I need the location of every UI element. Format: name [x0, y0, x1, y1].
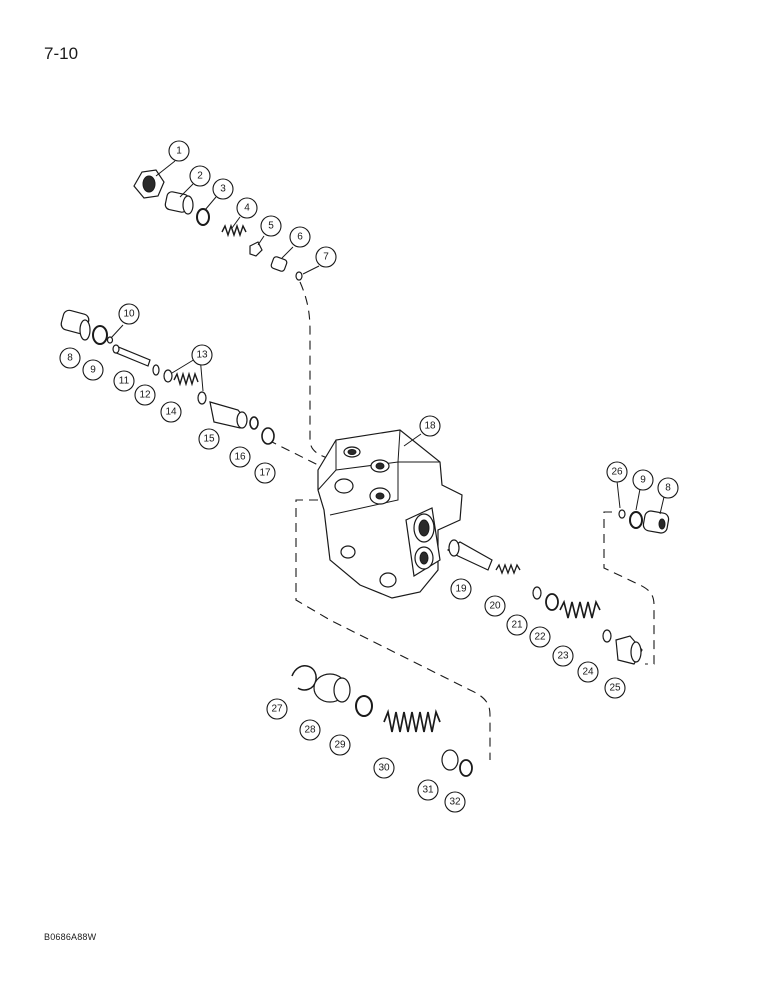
callout-10: 10 — [118, 303, 140, 325]
left-spool-parts — [60, 309, 275, 445]
callout-16: 16 — [229, 446, 251, 468]
svg-text:30: 30 — [378, 763, 390, 774]
svg-text:10: 10 — [123, 309, 135, 320]
svg-text:27: 27 — [271, 704, 283, 715]
svg-text:23: 23 — [557, 651, 569, 662]
page-number: 7-10 — [44, 44, 79, 63]
svg-text:8: 8 — [665, 483, 671, 494]
callout-17: 17 — [254, 462, 276, 484]
callout-20: 20 — [484, 595, 506, 617]
callout-8-right: 8 — [657, 477, 679, 499]
svg-text:6: 6 — [297, 232, 303, 243]
callout-30: 30 — [373, 757, 395, 779]
callout-12: 12 — [134, 384, 156, 406]
callout-27: 27 — [266, 698, 288, 720]
svg-text:28: 28 — [304, 725, 316, 736]
right-spool-parts — [446, 509, 670, 665]
svg-text:11: 11 — [119, 376, 130, 387]
svg-text:15: 15 — [203, 434, 215, 445]
callout-15: 15 — [198, 428, 220, 450]
svg-text:5: 5 — [268, 221, 274, 232]
svg-text:1: 1 — [176, 146, 182, 157]
callout-29: 29 — [329, 734, 351, 756]
callout-28: 28 — [299, 719, 321, 741]
callout-11: 11 — [113, 370, 135, 392]
svg-text:32: 32 — [449, 797, 461, 808]
callout-4: 4 — [236, 197, 258, 219]
svg-text:26: 26 — [611, 467, 623, 478]
svg-text:31: 31 — [422, 785, 434, 796]
svg-text:25: 25 — [609, 683, 621, 694]
callout-19: 19 — [450, 578, 472, 600]
svg-text:9: 9 — [640, 475, 646, 486]
svg-text:29: 29 — [334, 740, 346, 751]
svg-text:13: 13 — [196, 350, 208, 361]
svg-text:21: 21 — [511, 620, 523, 631]
svg-text:3: 3 — [220, 184, 226, 195]
svg-text:22: 22 — [534, 632, 546, 643]
valve-body — [317, 429, 463, 599]
svg-text:20: 20 — [489, 601, 501, 612]
callout-6: 6 — [289, 226, 311, 248]
callout-31: 31 — [417, 779, 439, 801]
callout-9-right: 9 — [632, 469, 654, 491]
svg-text:14: 14 — [165, 407, 177, 418]
svg-text:19: 19 — [455, 584, 467, 595]
document-code: B0686A88W — [44, 932, 97, 942]
svg-text:24: 24 — [582, 667, 594, 678]
svg-text:7: 7 — [323, 252, 329, 263]
callout-22: 22 — [529, 626, 551, 648]
callout-8-left: 8 — [59, 347, 81, 369]
svg-text:12: 12 — [139, 390, 151, 401]
callout-9-left: 9 — [82, 359, 104, 381]
callout-26: 26 — [606, 461, 628, 483]
callout-24: 24 — [577, 661, 599, 683]
callout-5: 5 — [260, 215, 282, 237]
callout-13: 13 — [191, 344, 213, 366]
svg-text:18: 18 — [424, 421, 436, 432]
callout-circles: 1 2 3 4 5 6 7 8 9 10 11 12 13 14 15 16 1… — [59, 140, 679, 813]
svg-text:8: 8 — [67, 353, 73, 364]
callout-1: 1 — [168, 140, 190, 162]
svg-text:16: 16 — [234, 452, 246, 463]
lower-spool-parts — [291, 665, 473, 777]
svg-text:4: 4 — [244, 203, 250, 214]
callout-3: 3 — [212, 178, 234, 200]
leader-lines — [110, 160, 665, 515]
callout-2: 2 — [189, 165, 211, 187]
callout-14: 14 — [160, 401, 182, 423]
callout-25: 25 — [604, 677, 626, 699]
svg-text:9: 9 — [90, 365, 96, 376]
svg-text:2: 2 — [197, 171, 203, 182]
svg-text:17: 17 — [259, 468, 271, 479]
relief-valve-parts — [133, 169, 303, 281]
assembly-guide-lines — [267, 281, 655, 760]
callout-32: 32 — [444, 791, 466, 813]
callout-18: 18 — [419, 415, 441, 437]
callout-7: 7 — [315, 246, 337, 268]
callout-23: 23 — [552, 645, 574, 667]
callout-21: 21 — [506, 614, 528, 636]
